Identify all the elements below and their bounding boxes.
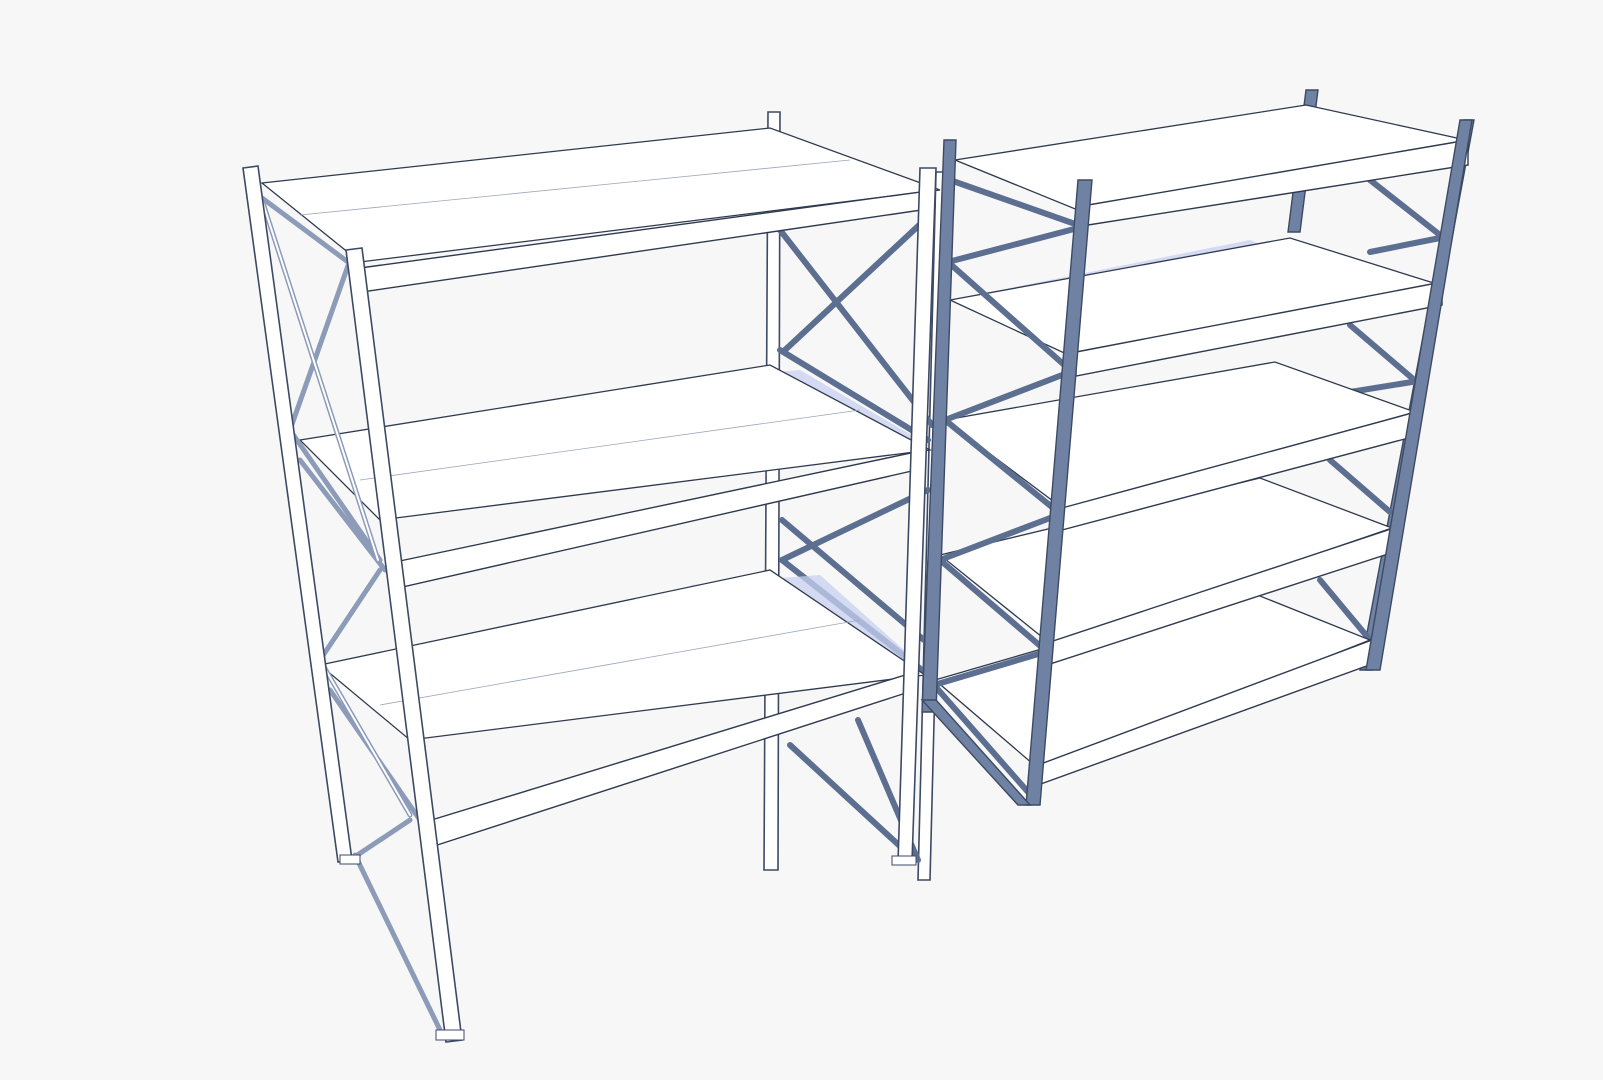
right-unit-right-side-bracing (1317, 177, 1443, 643)
foot (891, 855, 917, 866)
left-unit-left-side-bracing (255, 192, 443, 1033)
right-shelving-unit (920, 89, 1475, 806)
left-shelving-unit (242, 111, 949, 1043)
left-unit-top-shelf (260, 127, 941, 263)
foot (435, 1029, 465, 1041)
left-unit-back-left-front-post (242, 165, 353, 863)
right-unit-front-right-post (1365, 119, 1473, 671)
right-unit-base-rail (920, 699, 1032, 806)
left-unit-middle-shelf (298, 364, 933, 521)
right-unit-front-left-post (1025, 179, 1093, 806)
right-unit-left-side-bracing (931, 177, 1081, 803)
foot (339, 854, 361, 865)
